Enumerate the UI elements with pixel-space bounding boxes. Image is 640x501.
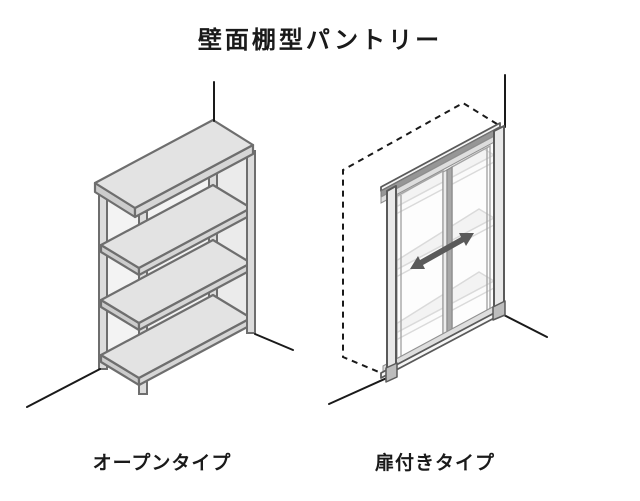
- shelf-top-slab: [93, 118, 255, 219]
- shelf-post: [246, 150, 256, 334]
- sliding-door-cabinet-illustration: [328, 74, 548, 405]
- shelf-board: [99, 293, 253, 387]
- open-type-label: オープンタイプ: [92, 453, 232, 474]
- cabinet-frame-foot: [385, 362, 398, 383]
- door-type-label: 扉付きタイプ: [374, 453, 495, 474]
- floor-corner-line: [26, 368, 101, 408]
- door-center-stile: [446, 165, 453, 345]
- floor-corner-line: [501, 313, 548, 338]
- slide-direction-arrow-icon: [410, 233, 474, 269]
- shelf-board: [99, 238, 253, 332]
- floor-corner-line: [254, 333, 294, 351]
- recess-dashed-outline: [342, 101, 498, 376]
- cabinet-frame-left: [386, 185, 397, 377]
- floor-corner-line: [328, 376, 390, 405]
- shelf-post: [98, 186, 108, 370]
- shelf-board: [99, 183, 253, 277]
- open-shelf-illustration: [26, 81, 294, 408]
- cabinet-frame-right: [493, 125, 505, 316]
- cabinet-frame-foot: [492, 300, 506, 321]
- page-title: 壁面棚型パントリー: [197, 27, 443, 54]
